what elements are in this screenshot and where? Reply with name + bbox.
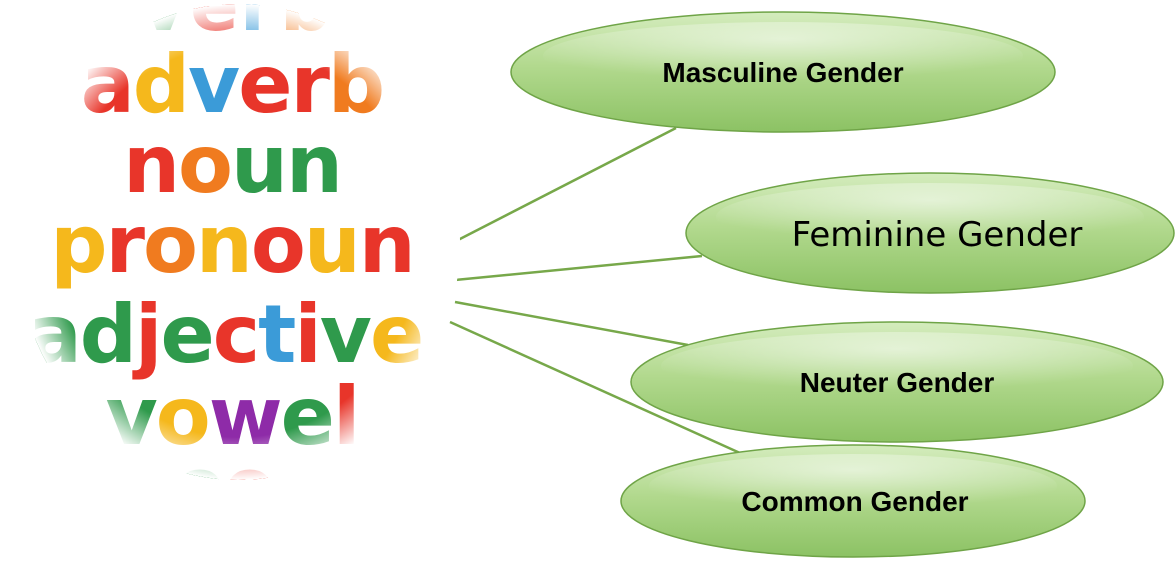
connector-feminine bbox=[455, 256, 702, 280]
connector-neuter bbox=[455, 302, 688, 345]
node-label-common: Common Gender bbox=[741, 486, 968, 517]
node-masculine[interactable]: Masculine Gender bbox=[511, 12, 1055, 132]
node-label-feminine: Feminine Gender bbox=[792, 215, 1083, 255]
node-neuter[interactable]: Neuter Gender bbox=[631, 322, 1163, 442]
connector-masculine bbox=[458, 128, 676, 240]
node-label-masculine: Masculine Gender bbox=[662, 57, 903, 88]
node-common[interactable]: Common Gender bbox=[621, 445, 1085, 557]
center-word-image: v e r b adverbnounpronounadjectivevowel … bbox=[16, 0, 460, 527]
node-feminine[interactable]: Feminine Gender bbox=[686, 173, 1174, 293]
node-label-neuter: Neuter Gender bbox=[800, 367, 995, 398]
